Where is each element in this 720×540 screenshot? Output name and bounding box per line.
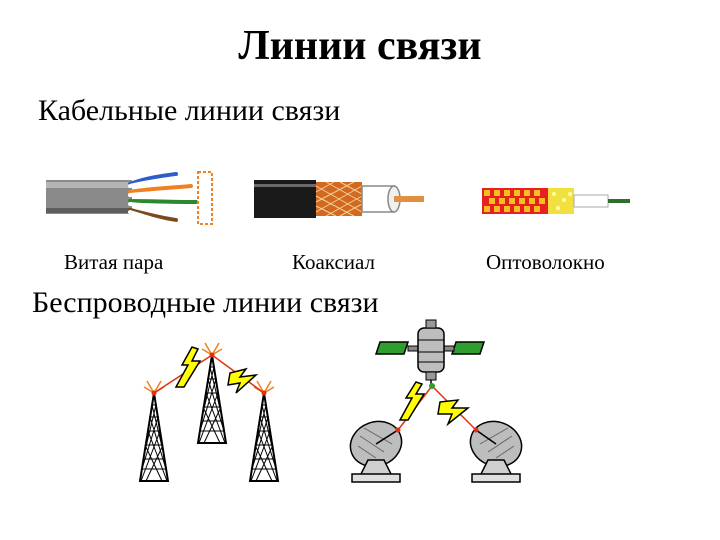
caption-twisted-pair: Витая пара	[64, 250, 164, 274]
fiber-cable-icon	[482, 188, 630, 214]
satellite-dishes-icon	[349, 381, 523, 483]
satellite-dish-right	[469, 420, 523, 483]
radio-towers-icon	[139, 342, 279, 482]
satellite-icon	[374, 319, 486, 388]
coaxial-cable-icon	[254, 180, 424, 218]
caption-coaxial: Коаксиал	[292, 250, 376, 274]
caption-fiber: Оптоволокно	[486, 250, 605, 274]
twisted-pair-cable-icon	[46, 171, 213, 226]
satellite-dish-left	[349, 420, 403, 483]
cable-heading: Кабельные линии связи	[38, 94, 341, 127]
slide-title: Линии связи	[238, 23, 482, 69]
lightning-bolt-icon	[174, 346, 259, 394]
wireless-heading: Беспроводные линии связи	[32, 286, 379, 319]
